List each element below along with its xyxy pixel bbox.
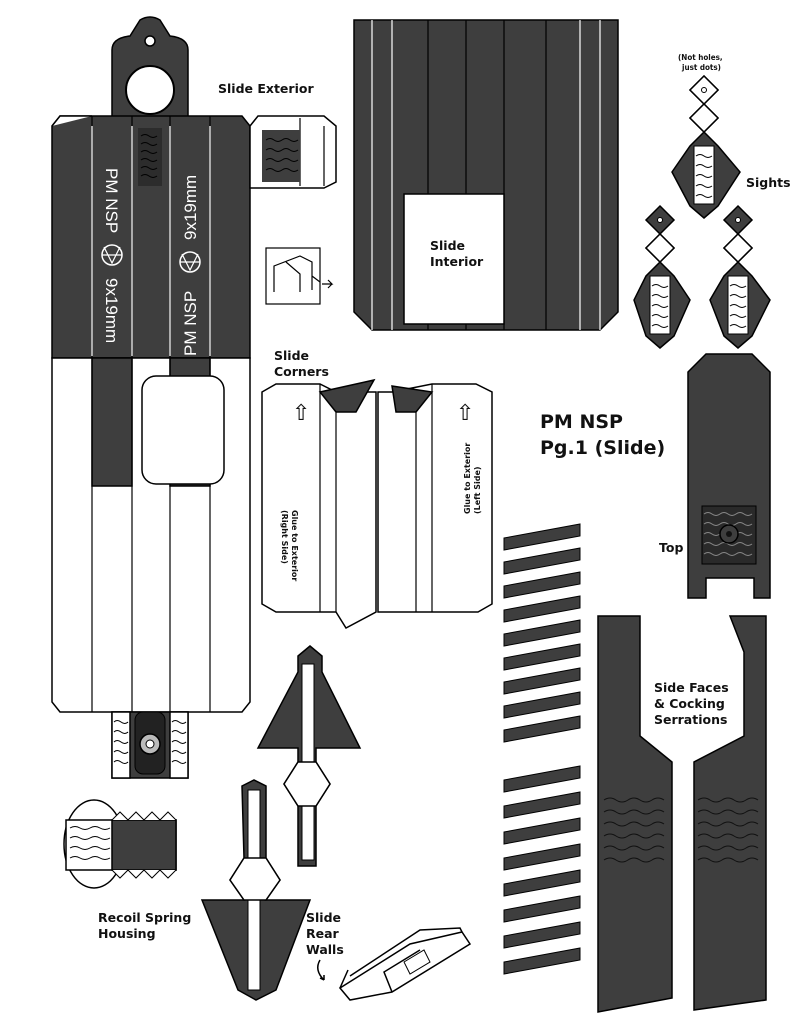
slide-corners-label-2: Corners	[274, 364, 329, 379]
rear-wall-part-upper	[256, 645, 362, 867]
serration-strip	[503, 643, 581, 671]
left-strip-text-2: 9x19mm	[102, 278, 121, 343]
emblem-icon-right	[179, 251, 201, 273]
page-subtitle: Pg.1 (Slide)	[540, 437, 665, 459]
recoil-label-2: Housing	[98, 926, 156, 941]
slide-corners-label-1: Slide	[274, 348, 309, 363]
sights-label: Sights	[746, 175, 791, 190]
recoil-spring-housing-part	[63, 799, 177, 889]
corner-arrow-icon-right: ⇧	[292, 401, 310, 426]
serration-strip	[503, 765, 581, 793]
sight-part-right	[709, 204, 771, 349]
serration-strip	[503, 817, 581, 845]
top-label: Top	[659, 540, 683, 555]
serration-strip	[503, 523, 581, 551]
sights-note-2: just dots)	[681, 63, 721, 72]
left-strip-text-1: PM NSP	[102, 168, 121, 233]
serration-strip	[503, 791, 581, 819]
serration-strip	[503, 947, 581, 975]
corner-arrow-icon-left: ⇧	[456, 401, 474, 426]
serration-strips-upper	[503, 523, 581, 743]
serration-strip	[503, 667, 581, 695]
recoil-label-1: Recoil Spring	[98, 910, 191, 925]
serration-strips-lower	[503, 765, 581, 975]
page-title: PM NSP	[540, 411, 623, 433]
rear-walls-label-2: Rear	[306, 926, 340, 941]
sights-note-1: (Not holes,	[678, 53, 723, 62]
emblem-icon-left	[101, 244, 123, 266]
glue-right-1: Glue to Exterior	[290, 510, 299, 581]
slide-exterior-label: Slide Exterior	[218, 81, 314, 96]
side-faces-label-2: & Cocking	[654, 696, 725, 711]
serration-strip	[503, 571, 581, 599]
serration-strip	[503, 921, 581, 949]
slide-interior-label-1: Slide	[430, 238, 465, 253]
serration-strip	[503, 691, 581, 719]
slide-top-part	[687, 353, 771, 599]
right-strip-text-2: PM NSP	[181, 291, 200, 356]
glue-left-1: Glue to Exterior	[463, 443, 472, 514]
serration-strip	[503, 869, 581, 897]
slide-interior-label-2: Interior	[430, 254, 484, 269]
slide-corner-left-part: ⇧ Glue to Exterior (Left Side)	[377, 383, 493, 613]
side-faces-part	[597, 615, 767, 1013]
side-faces-label-1: Side Faces	[654, 680, 729, 695]
sight-part-top	[671, 74, 741, 219]
rear-walls-3d-illustration	[338, 927, 472, 1001]
rear-walls-label-3: Walls	[306, 942, 344, 957]
serration-strip	[503, 619, 581, 647]
serration-strip	[503, 895, 581, 923]
side-faces-label-3: Serrations	[654, 712, 727, 727]
serration-strip	[503, 715, 581, 743]
serration-strip	[503, 843, 581, 871]
slide-corner-right-part: ⇧ Glue to Exterior (Right Side)	[261, 378, 377, 629]
glue-right-2: (Right Side)	[280, 510, 289, 564]
serration-strip	[503, 547, 581, 575]
slide-exterior-part: PM NSP 9x19mm 9x19mm PM NSP	[51, 16, 337, 779]
rear-walls-label-1: Slide	[306, 910, 341, 925]
rear-walls-arrow-icon	[317, 959, 325, 981]
rear-wall-part-lower	[200, 779, 312, 1001]
sight-part-left	[633, 204, 691, 349]
right-strip-text-1: 9x19mm	[181, 175, 200, 240]
slide-interior-part	[353, 19, 619, 331]
glue-left-2: (Left Side)	[473, 466, 482, 514]
fold-hint-diagram	[265, 247, 334, 305]
serration-strip	[503, 595, 581, 623]
